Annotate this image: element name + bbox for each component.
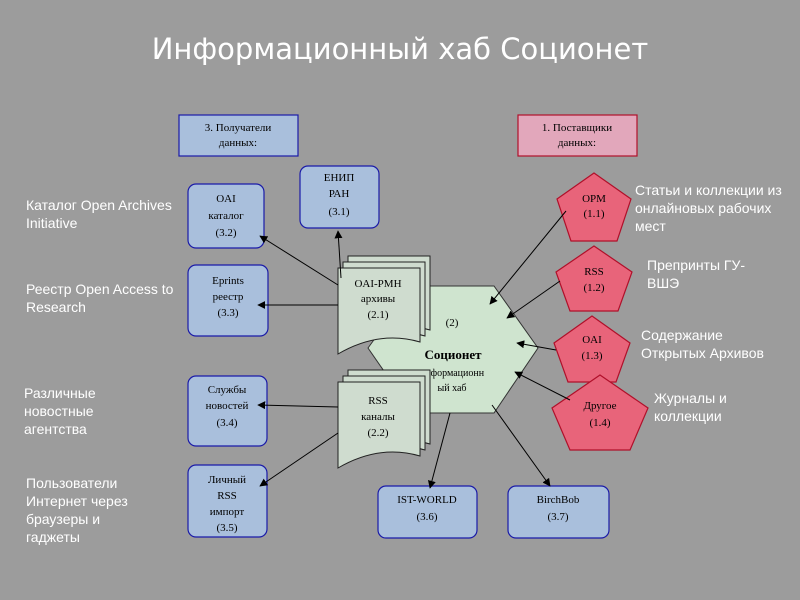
hub-subtitle-line2: ый хаб [438, 383, 467, 394]
receiver-ist-world-line2: (3.6) [416, 511, 437, 523]
supplier-other-line2: (1.4) [589, 417, 610, 429]
side-label-eprints: Реестр Open Access to Research [26, 281, 174, 315]
supplier-rss-line1: RSS [584, 266, 604, 278]
receiver-birchbob-line1: BirchBob [537, 494, 580, 506]
archive-oai-pmh-line1: OAI-PMH [354, 278, 401, 290]
receiver-personal-rss-line1: Личный [208, 474, 246, 486]
supplier-oai-line2: (1.3) [581, 350, 602, 362]
receiver-oai-catalog-line1: OAI [216, 193, 236, 205]
supplier-opm-line1: ОРМ [582, 193, 606, 205]
receiver-eprints-line1: Eprints [212, 275, 244, 287]
connector-arrows [257, 210, 571, 489]
receiver-personal-rss-line4: (3.5) [216, 522, 237, 534]
hub-number: (2) [446, 317, 459, 329]
hub-subtitle-line1: информационн [420, 368, 485, 379]
side-label-oai-catalog: Каталог Open Archives Initiative [26, 197, 172, 231]
arrow-opm-to-hub [489, 210, 567, 305]
archive-oai-pmh: OAI-PMH архивы (2.1) [337, 255, 431, 355]
receiver-birchbob-line2: (3.7) [547, 511, 568, 523]
hub-name: Соционет [424, 347, 482, 362]
receiver-enip: ЕНИП РАН (3.1) [299, 165, 380, 229]
arrow-hub-to-ist-world [427, 412, 451, 489]
receiver-eprints: Eprints реестр (3.3) [187, 264, 269, 337]
arrow-hub-to-birchbob [491, 404, 551, 487]
receiver-enip-line1: ЕНИП [324, 172, 355, 184]
receiver-oai-catalog-line2: каталог [208, 210, 244, 222]
arrow-oai-pmh-to-enip [334, 230, 343, 279]
receiver-personal-rss-line2: RSS [217, 490, 237, 502]
header-suppliers-line1: 1. Поставщики [542, 122, 612, 134]
receiver-enip-line3: (3.1) [328, 206, 349, 218]
arrow-other-to-hub [514, 371, 571, 401]
receiver-news-line1: Службы [208, 384, 247, 396]
supplier-other-line1: Другое [583, 400, 616, 412]
archive-rss: RSS каналы (2.2) [337, 369, 431, 469]
receiver-oai-catalog: OAI каталог (3.2) [187, 183, 265, 249]
receiver-personal-rss: Личный RSS импорт (3.5) [187, 464, 268, 538]
side-label-other: Журналы и коллекции [654, 390, 727, 424]
archive-rss-line1: RSS [368, 395, 388, 407]
receiver-ist-world: IST-WORLD (3.6) [377, 485, 478, 539]
receiver-eprints-line2: реестр [213, 291, 244, 303]
arrow-rss-to-personal-rss [259, 432, 339, 487]
header-receivers-line1: 3. Получатели [205, 122, 272, 134]
receiver-eprints-line3: (3.3) [217, 307, 238, 319]
supplier-rss-line2: (1.2) [583, 282, 604, 294]
archive-oai-pmh-line2: архивы [361, 293, 396, 305]
header-receivers-line2: данных: [219, 137, 257, 149]
archive-rss-line3: (2.2) [367, 427, 388, 439]
header-box-receivers: 3. Получатели данных: [178, 114, 299, 157]
supplier-oai: OAI (1.3) [553, 315, 631, 383]
arrow-rss-to-hub [506, 280, 561, 319]
side-label-users: Пользователи Интернет через браузеры и г… [26, 475, 128, 545]
supplier-oai-line1: OAI [582, 334, 602, 346]
header-box-suppliers: 1. Поставщики данных: [517, 114, 638, 157]
supplier-opm: ОРМ (1.1) [556, 172, 632, 242]
receiver-ist-world-line1: IST-WORLD [397, 494, 457, 506]
supplier-other: Другое (1.4) [551, 374, 649, 451]
supplier-rss: RSS (1.2) [555, 245, 633, 312]
page-title: Информационный хаб Соционет [151, 32, 649, 66]
side-label-news: Различные новостные агентства [24, 385, 96, 437]
receiver-oai-catalog-line3: (3.2) [215, 227, 236, 239]
receiver-birchbob: BirchBob (3.7) [507, 485, 610, 539]
receiver-enip-line2: РАН [329, 188, 350, 200]
archive-oai-pmh-line3: (2.1) [367, 309, 388, 321]
receiver-news: Службы новостей (3.4) [187, 375, 268, 447]
receiver-personal-rss-line3: импорт [210, 506, 245, 518]
arrow-rss-to-news [257, 401, 339, 410]
receiver-news-line2: новостей [206, 400, 249, 412]
side-label-oai: Содержание Открытых Архивов [641, 327, 764, 361]
arrow-oai-pmh-to-oai-catalog [259, 235, 339, 286]
arrow-oai-to-hub [516, 340, 557, 351]
supplier-opm-line2: (1.1) [583, 208, 604, 220]
side-label-rss: Препринты ГУ-ВШЭ [647, 257, 746, 291]
receiver-news-line3: (3.4) [216, 417, 237, 429]
header-suppliers-line2: данных: [558, 137, 596, 149]
side-label-opm: Статьи и коллекции из онлайновых рабочих… [635, 182, 782, 234]
archive-rss-line2: каналы [361, 411, 395, 423]
